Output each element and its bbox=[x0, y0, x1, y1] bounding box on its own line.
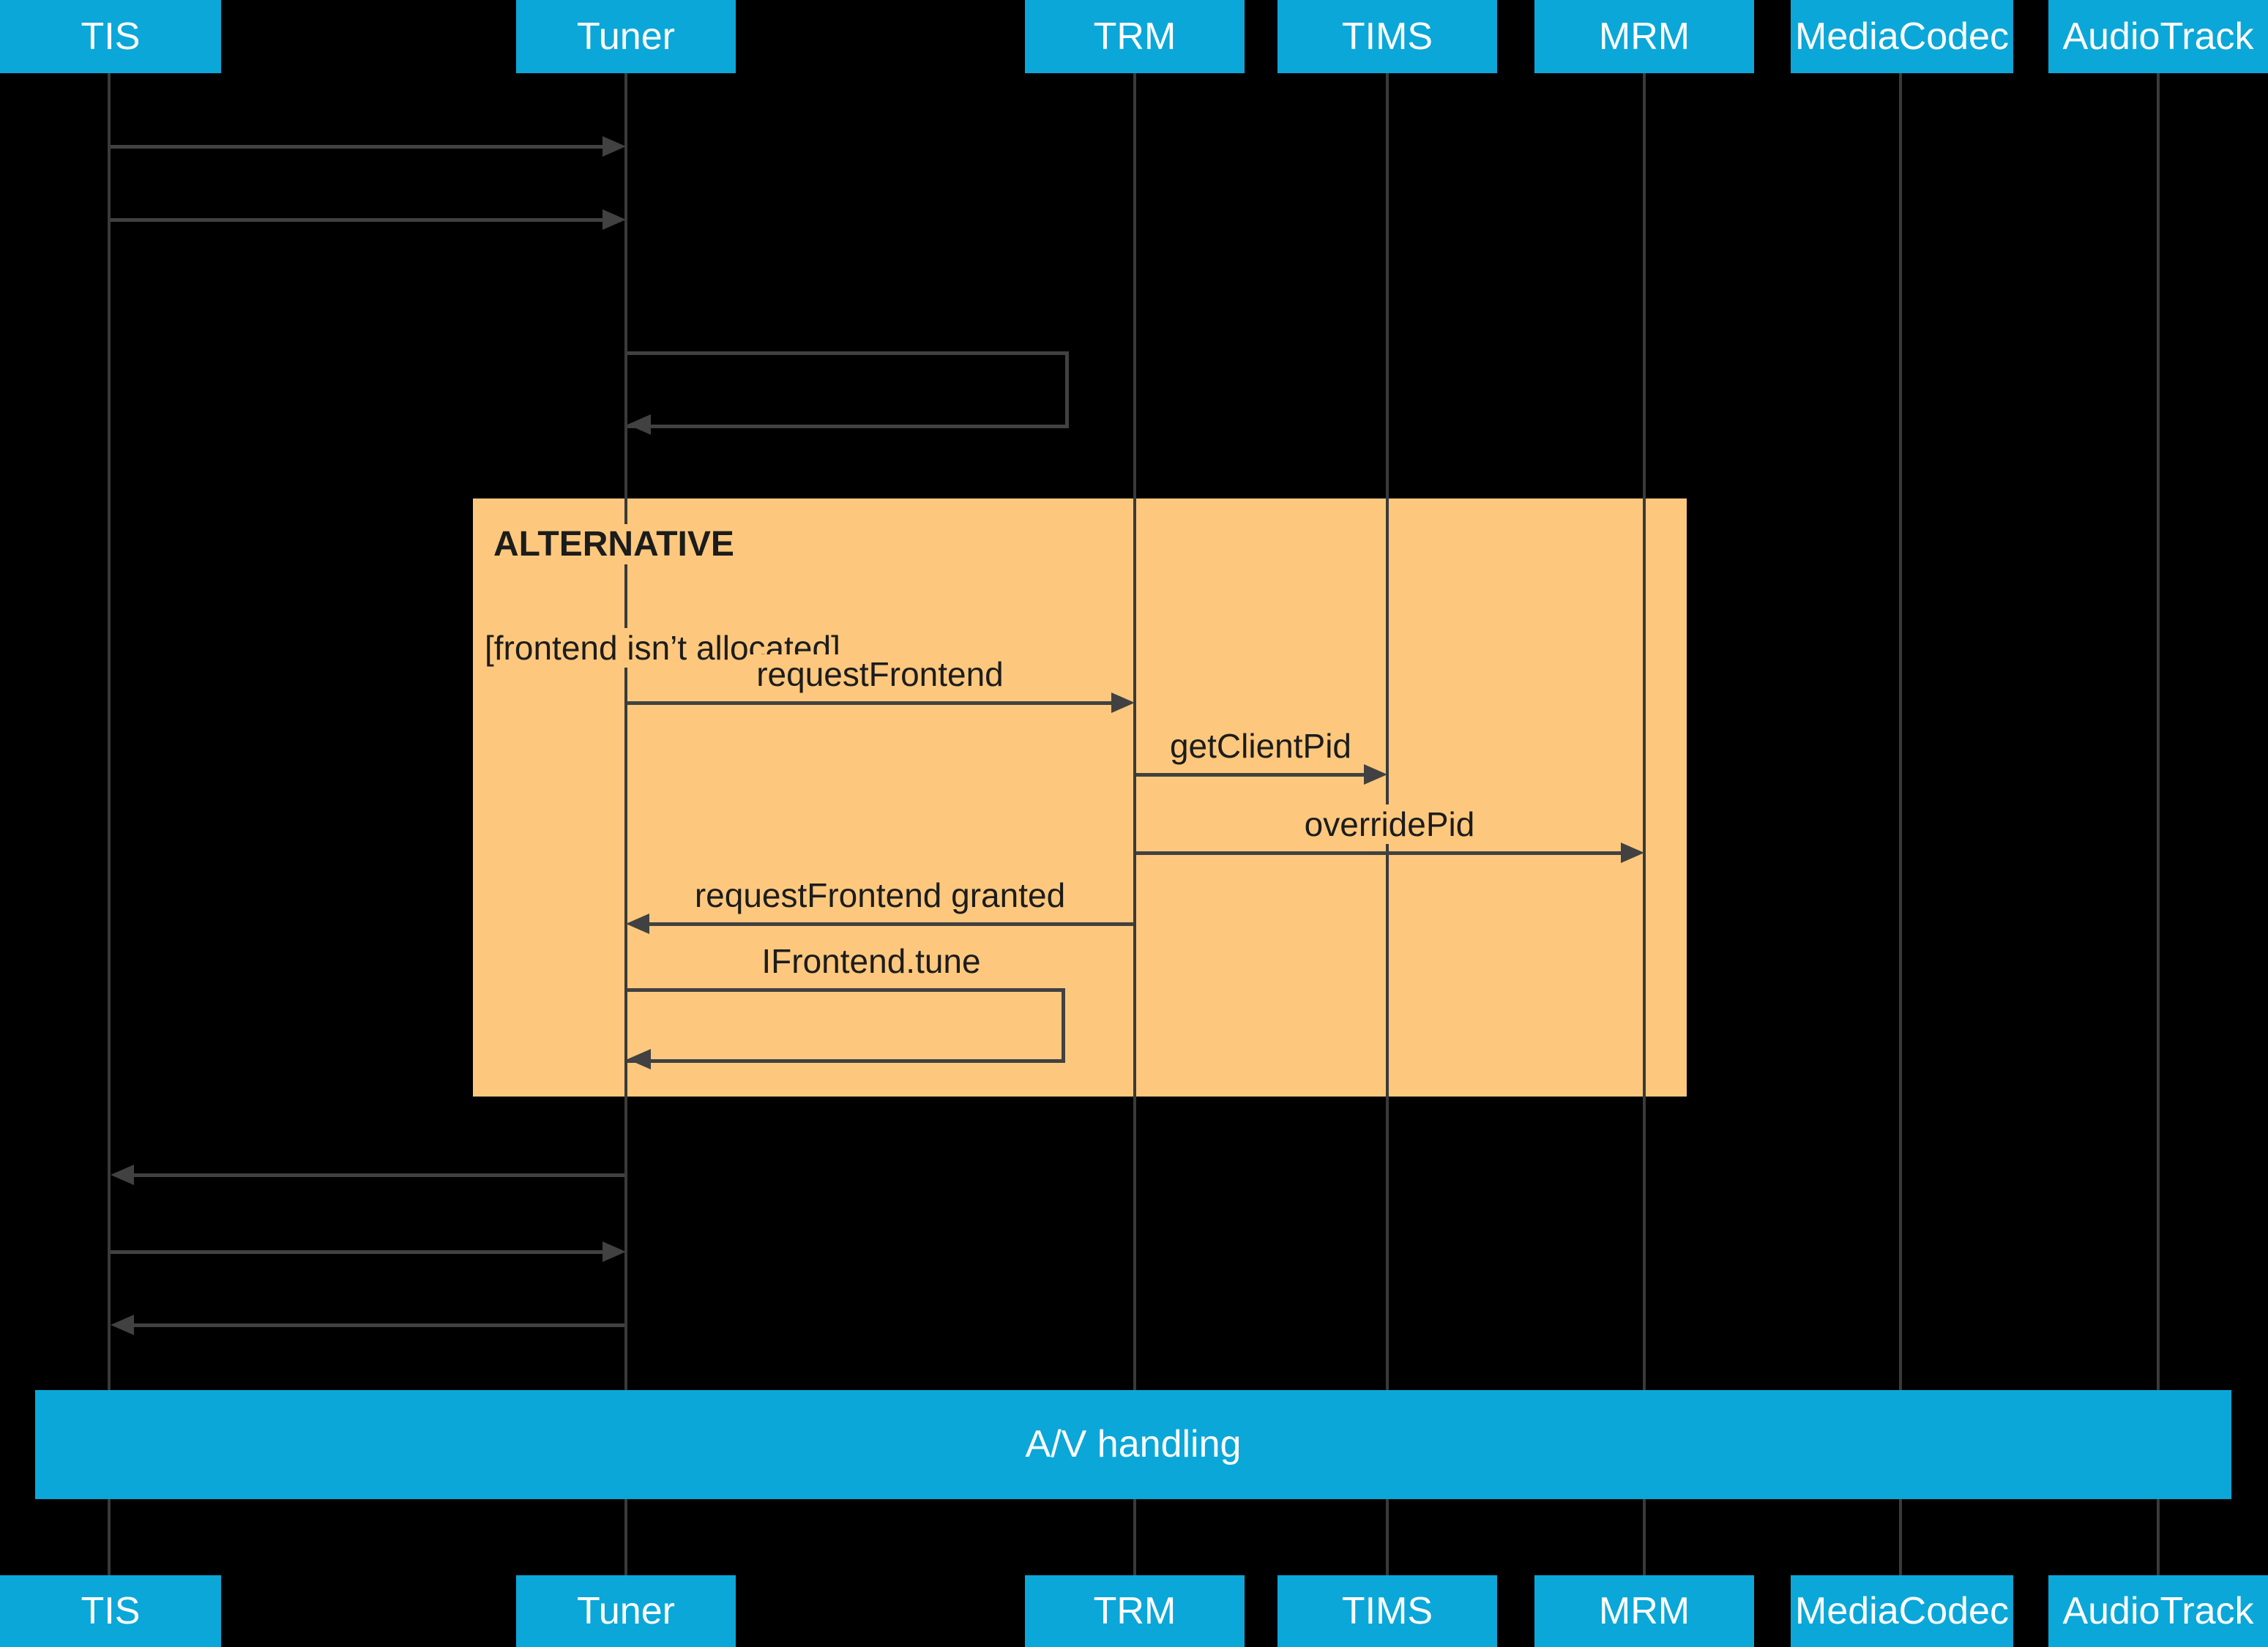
lifeline-tis bbox=[108, 73, 111, 1575]
message-arrow-10 bbox=[133, 1323, 624, 1327]
message-arrow-9 bbox=[111, 1250, 605, 1254]
participant-top-tis: TIS bbox=[0, 0, 221, 73]
lifeline-tuner bbox=[624, 73, 627, 1575]
participant-bottom-trm: TRM bbox=[1025, 1575, 1245, 1647]
lifeline-mediacodec bbox=[1899, 73, 1902, 1575]
arrowhead-left-icon bbox=[111, 1315, 134, 1335]
self-message-tuner-0 bbox=[627, 351, 1069, 428]
message-arrow-getclientpid bbox=[1136, 773, 1364, 777]
participant-bottom-mrm: MRM bbox=[1534, 1575, 1754, 1647]
lifeline-trm bbox=[1133, 73, 1136, 1575]
message-arrow-requestfrontend-granted bbox=[649, 922, 1133, 926]
message-label-requestfrontend: requestFrontend bbox=[749, 654, 1011, 694]
participant-top-tims: TIMS bbox=[1277, 0, 1497, 73]
message-label-ifrontend-tune: IFrontend.tune bbox=[754, 941, 988, 981]
participant-top-mediacodec: MediaCodec bbox=[1791, 0, 2013, 73]
arrowhead-right-icon bbox=[603, 209, 626, 230]
lifeline-mrm bbox=[1643, 73, 1646, 1575]
participant-bottom-tis: TIS bbox=[0, 1575, 221, 1647]
arrowhead-right-icon bbox=[1364, 764, 1387, 785]
message-arrow-overridepid bbox=[1136, 851, 1621, 855]
message-arrow-1 bbox=[111, 218, 605, 222]
participant-bottom-tuner: Tuner bbox=[516, 1575, 736, 1647]
message-arrow-0 bbox=[111, 145, 605, 149]
arrowhead-left-icon bbox=[111, 1165, 134, 1185]
participant-top-trm: TRM bbox=[1025, 0, 1245, 73]
arrowhead-left-icon bbox=[626, 914, 649, 934]
message-label-overridepid: overridePid bbox=[1297, 804, 1482, 844]
alt-fragment bbox=[473, 498, 1687, 1097]
participant-top-audiotrack: AudioTrack bbox=[2048, 0, 2268, 73]
self-message-tuner-1 bbox=[627, 988, 1065, 1063]
message-label-requestfrontend-granted: requestFrontend granted bbox=[687, 875, 1073, 915]
message-arrow-8 bbox=[133, 1173, 624, 1177]
message-arrow-requestfrontend bbox=[627, 701, 1111, 705]
arrowhead-right-icon bbox=[603, 136, 626, 157]
participant-top-mrm: MRM bbox=[1534, 0, 1754, 73]
arrowhead-right-icon bbox=[603, 1241, 626, 1262]
arrowhead-left-icon bbox=[627, 1049, 651, 1069]
arrowhead-right-icon bbox=[1621, 843, 1644, 863]
alt-fragment-title: ALTERNATIVE bbox=[489, 524, 739, 564]
message-label-getclientpid: getClientPid bbox=[1162, 726, 1359, 766]
participant-bottom-mediacodec: MediaCodec bbox=[1791, 1575, 2013, 1647]
lifeline-audiotrack bbox=[2157, 73, 2160, 1575]
arrowhead-right-icon bbox=[1111, 692, 1135, 713]
arrowhead-left-icon bbox=[627, 414, 651, 435]
participant-bottom-audiotrack: AudioTrack bbox=[2048, 1575, 2268, 1647]
av-handling-bar: A/V handling bbox=[35, 1390, 2231, 1499]
participant-top-tuner: Tuner bbox=[516, 0, 736, 73]
participant-bottom-tims: TIMS bbox=[1277, 1575, 1497, 1647]
